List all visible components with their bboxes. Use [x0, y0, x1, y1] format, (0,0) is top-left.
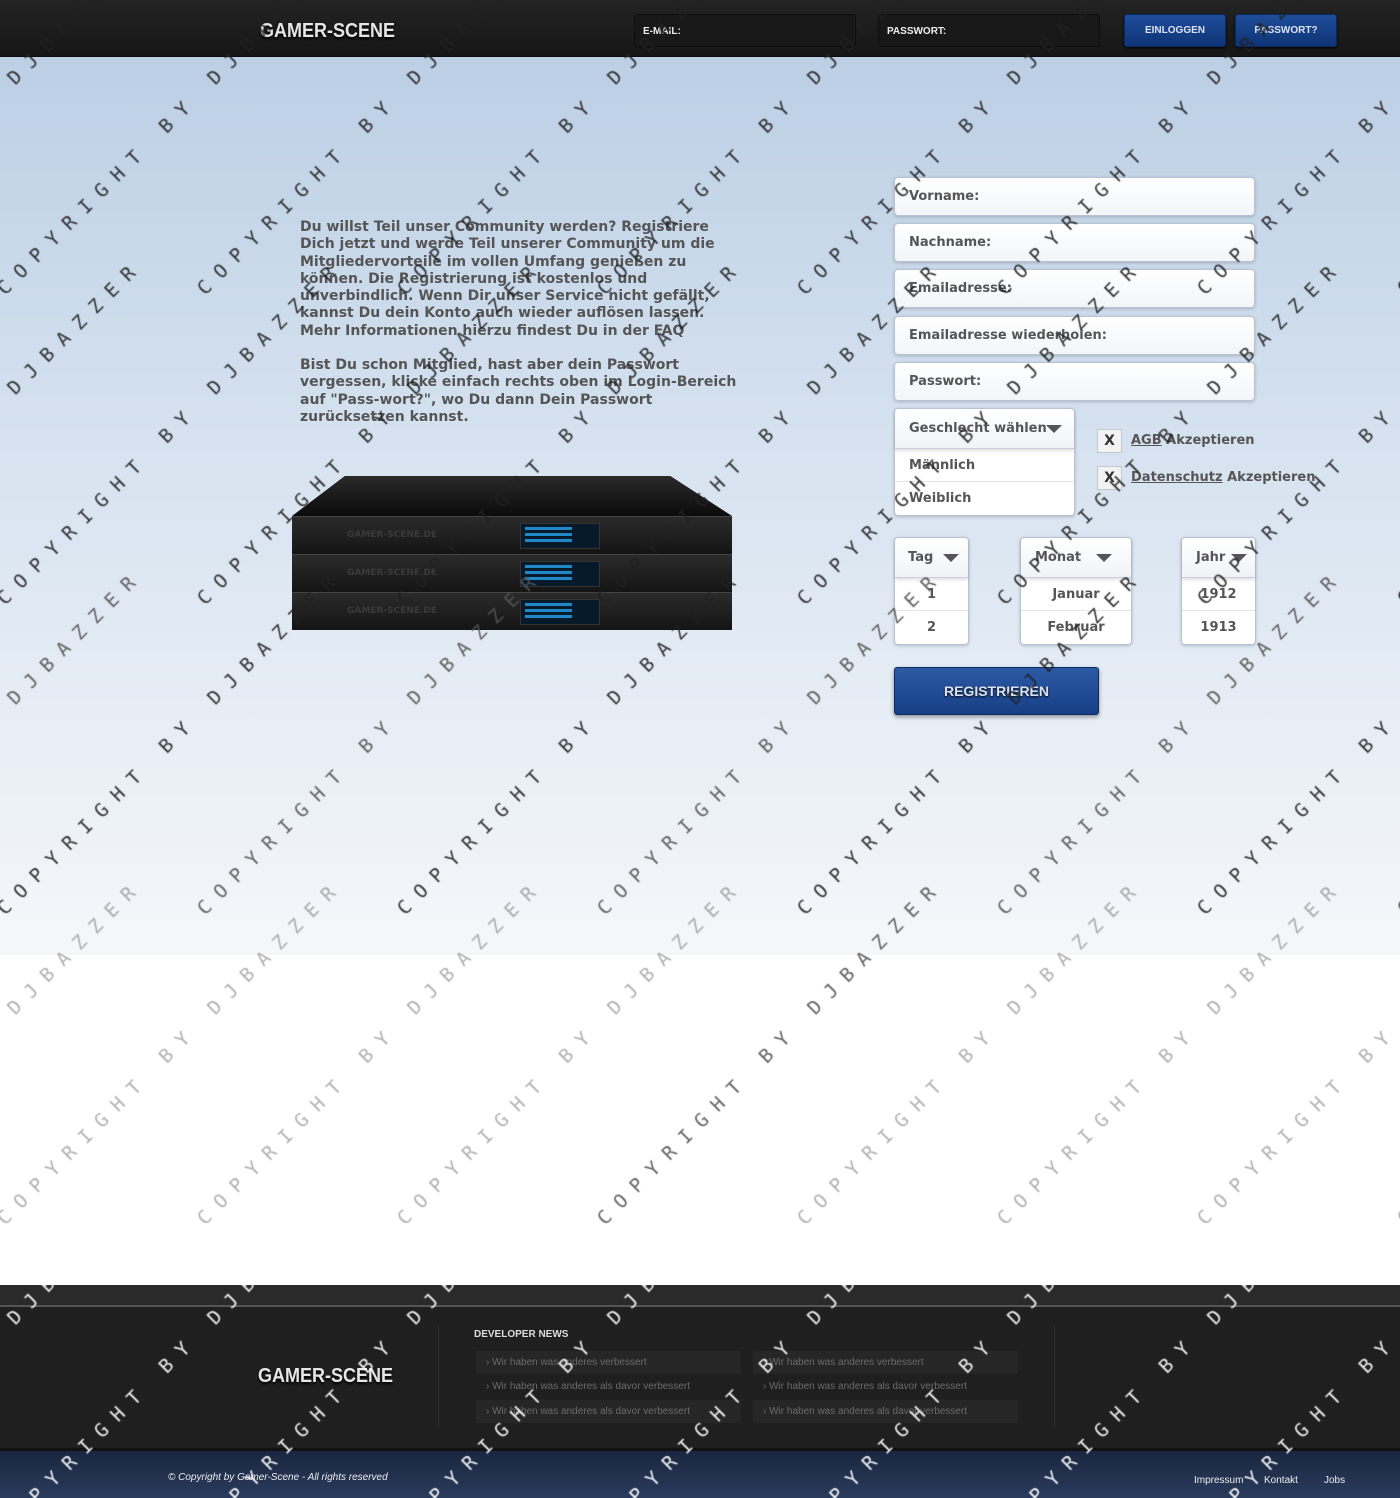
- server-image: GAMER-SCENE.DE GAMER-SCENE.DE GAMER-SCEN…: [292, 476, 732, 632]
- email-repeat-input[interactable]: Emailadresse wiederholen:: [894, 316, 1255, 355]
- lastname-input[interactable]: Nachname:: [894, 223, 1255, 262]
- server-label: GAMER-SCENE.DE: [347, 606, 438, 616]
- intro-text: Du willst Teil unser Community werden? R…: [300, 219, 740, 443]
- news-item-text: Wir haben was anderes verbessert: [769, 1357, 924, 1368]
- login-button[interactable]: EINLOGGEN: [1124, 14, 1226, 47]
- gender-select[interactable]: Geschlecht wählen Männlich Weiblich: [894, 408, 1075, 516]
- server-label: GAMER-SCENE.DE: [347, 530, 438, 540]
- news-item[interactable]: › Wir haben was anderes als davor verbes…: [476, 1400, 741, 1423]
- month-select-label: Monat: [1035, 550, 1082, 565]
- server-display: [520, 561, 600, 587]
- kontakt-link[interactable]: Kontakt: [1264, 1475, 1298, 1486]
- news-item[interactable]: › Wir haben was anderes als davor verbes…: [763, 1381, 967, 1392]
- top-bar: GAMER-SCENE E-MAIL: PASSWORT: EINLOGGEN …: [0, 0, 1400, 57]
- register-button[interactable]: REGISTRIEREN: [894, 667, 1099, 715]
- privacy-link[interactable]: Datenschutz: [1131, 470, 1223, 485]
- news-item[interactable]: › Wir haben was anderes verbessert: [753, 1351, 1018, 1374]
- gender-option-male[interactable]: Männlich: [895, 449, 1074, 482]
- news-item[interactable]: › Wir haben was anderes als davor verbes…: [753, 1400, 1018, 1423]
- password-input-register[interactable]: Passwort:: [894, 362, 1255, 401]
- privacy-text: Akzeptieren: [1222, 470, 1316, 485]
- news-item-text: Wir haben was anderes als davor verbesse…: [769, 1406, 967, 1417]
- day-option[interactable]: 2: [926, 620, 937, 635]
- year-option[interactable]: 1912: [1182, 578, 1255, 611]
- agb-text: Akzeptieren: [1161, 433, 1255, 448]
- forgot-password-info: Bist Du schon Mitglied, hast aber dein P…: [300, 357, 737, 425]
- agb-checkbox[interactable]: X: [1097, 429, 1122, 453]
- news-item[interactable]: › Wir haben was anderes verbessert: [476, 1351, 741, 1374]
- month-select[interactable]: Monat Januar Februar: [1020, 537, 1132, 645]
- copyright-text: © Copyright by Gamer-Scene - All rights …: [168, 1472, 388, 1483]
- intro-paragraph: Du willst Teil unser Community werden? R…: [300, 219, 715, 339]
- password-input[interactable]: PASSWORT:: [878, 14, 1100, 47]
- news-item-text: Wir haben was anderes verbessert: [492, 1357, 647, 1368]
- news-item-text: Wir haben was anderes als davor verbesse…: [769, 1381, 967, 1392]
- site-logo[interactable]: GAMER-SCENE: [260, 20, 396, 42]
- agb-link[interactable]: AGB: [1131, 433, 1162, 448]
- server-unit: GAMER-SCENE.DE: [292, 592, 732, 630]
- jobs-link[interactable]: Jobs: [1324, 1475, 1346, 1486]
- footer-logo[interactable]: GAMER-SCENE: [258, 1365, 394, 1387]
- news-heading: DEVELOPER NEWS: [474, 1329, 569, 1340]
- privacy-label: Datenschutz Akzeptieren: [1131, 470, 1316, 485]
- impressum-link[interactable]: Impressum: [1194, 1475, 1244, 1486]
- year-select[interactable]: Jahr 1912 1913: [1181, 537, 1256, 645]
- server-unit: GAMER-SCENE.DE: [292, 554, 732, 592]
- day-select-label: Tag: [908, 550, 934, 565]
- divider: [438, 1325, 439, 1430]
- agb-label: AGB Akzeptieren: [1131, 433, 1255, 448]
- month-option[interactable]: Februar: [1047, 620, 1105, 635]
- email-input-register[interactable]: Emailadresse:: [894, 269, 1255, 308]
- chevron-down-icon: [1096, 554, 1112, 562]
- privacy-checkbox[interactable]: X: [1097, 466, 1122, 490]
- email-input[interactable]: E-MAIL:: [634, 14, 856, 47]
- chevron-down-icon: [943, 554, 959, 562]
- server-unit: GAMER-SCENE.DE: [292, 516, 732, 554]
- year-select-label: Jahr: [1196, 550, 1226, 565]
- chevron-down-icon: [1046, 425, 1062, 433]
- year-option[interactable]: 1913: [1200, 620, 1237, 635]
- news-item-text: Wir haben was anderes als davor verbesse…: [492, 1381, 690, 1392]
- server-top: [292, 476, 732, 516]
- news-item[interactable]: › Wir haben was anderes als davor verbes…: [486, 1381, 690, 1392]
- forgot-password-button[interactable]: PASSWORT?: [1235, 14, 1337, 47]
- server-display: [520, 523, 600, 549]
- news-item-text: Wir haben was anderes als davor verbesse…: [492, 1406, 690, 1417]
- month-option[interactable]: Januar: [1021, 578, 1131, 611]
- day-select[interactable]: Tag 1 2: [894, 537, 969, 645]
- divider: [1054, 1325, 1055, 1430]
- gender-select-label: Geschlecht wählen: [909, 421, 1047, 436]
- firstname-input[interactable]: Vorname:: [894, 177, 1255, 216]
- gender-option-female[interactable]: Weiblich: [909, 491, 972, 506]
- chevron-down-icon: [1231, 554, 1247, 562]
- day-option[interactable]: 1: [895, 578, 968, 611]
- server-label: GAMER-SCENE.DE: [347, 568, 438, 578]
- server-display: [520, 599, 600, 625]
